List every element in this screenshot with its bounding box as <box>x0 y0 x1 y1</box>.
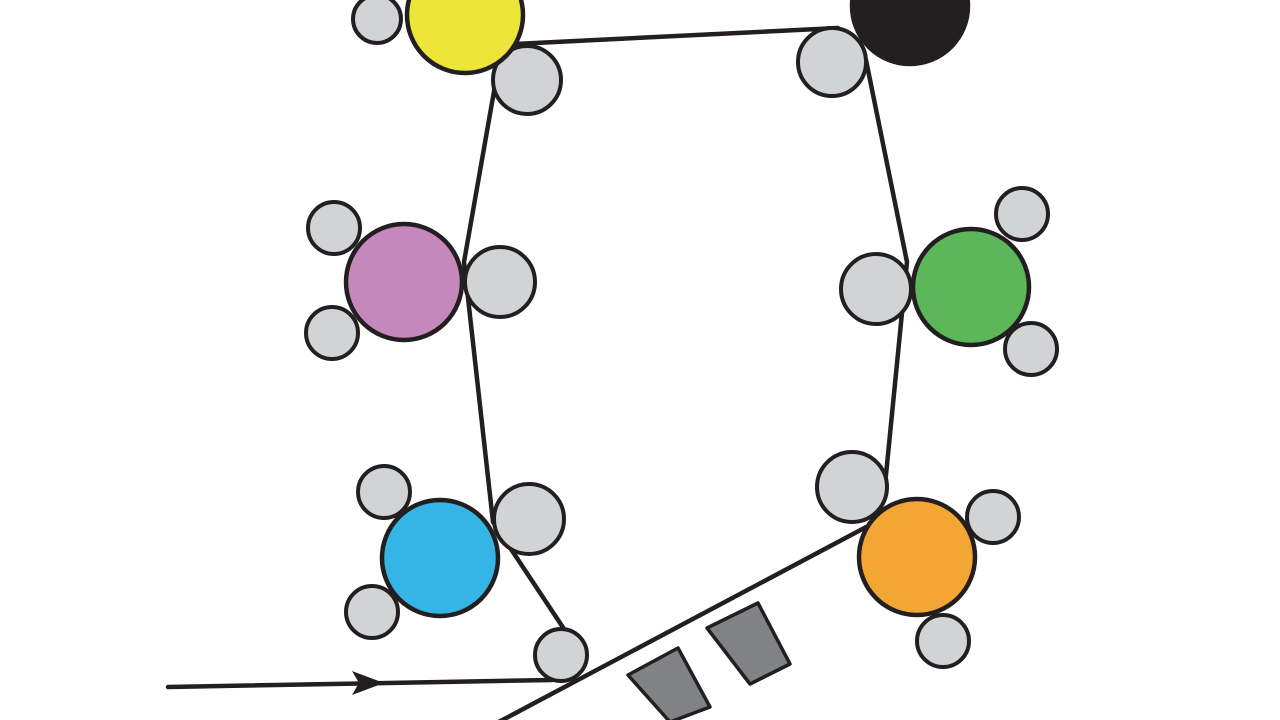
small-atom <box>533 627 589 683</box>
small-atom <box>994 186 1050 242</box>
small-atom <box>815 450 889 524</box>
small-atoms <box>304 0 1059 683</box>
incoming-arrow <box>165 671 555 695</box>
small-atom <box>1003 321 1059 377</box>
small-atom <box>491 44 563 116</box>
small-atom <box>356 464 412 520</box>
backbone-bonds <box>461 25 910 720</box>
small-atom <box>306 200 362 256</box>
surface-line <box>497 522 873 720</box>
small-atom <box>351 0 403 45</box>
small-atom <box>344 584 400 640</box>
left-chain-bond <box>461 77 571 638</box>
magenta-atom <box>343 221 465 343</box>
arrow-head <box>352 671 384 695</box>
top-bond <box>512 25 841 47</box>
small-atom <box>796 26 868 98</box>
surface-block-left <box>626 646 712 720</box>
surface-blocks <box>626 601 792 720</box>
orange-atom <box>856 496 978 618</box>
small-atom <box>304 305 360 361</box>
central-atoms <box>343 0 1032 619</box>
small-atom <box>839 252 913 326</box>
small-atom <box>492 482 566 556</box>
small-atom <box>463 245 537 319</box>
green-atom <box>910 226 1032 348</box>
small-atom <box>965 489 1021 545</box>
right-chain-bond <box>863 57 910 488</box>
blue-atom <box>379 497 501 619</box>
small-atom <box>915 613 971 669</box>
surface-block-right <box>705 601 792 686</box>
yellow-atom <box>404 0 526 76</box>
black-atom <box>849 0 971 67</box>
